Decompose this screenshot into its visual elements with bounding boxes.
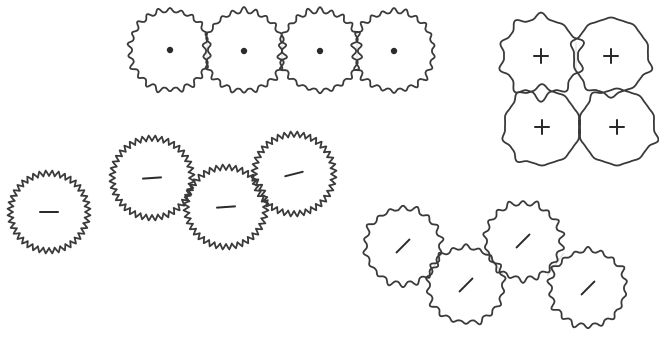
particle (128, 8, 211, 92)
slash-mark (582, 282, 595, 295)
particle (499, 13, 584, 102)
plus-square-cluster (499, 13, 658, 166)
particle (351, 8, 435, 93)
particle-outline (502, 84, 579, 165)
slash-mark (460, 279, 473, 292)
particle (426, 244, 505, 324)
dash-mark (285, 172, 302, 176)
slash-mark (517, 235, 530, 248)
plus-mark (604, 49, 618, 63)
particle (110, 136, 195, 221)
single-dash-cluster (8, 171, 91, 254)
plus-mark (535, 120, 549, 134)
dash-triangle-cluster (110, 132, 337, 250)
particle (580, 89, 658, 166)
dash-mark (143, 177, 161, 178)
particle (277, 7, 362, 93)
dot-mark (242, 49, 246, 53)
slash-zigzag-cluster (363, 201, 627, 328)
dot-mark (318, 49, 322, 53)
dot-chain-cluster (128, 7, 435, 93)
particle (203, 7, 287, 93)
dot-mark (392, 49, 396, 53)
particle (571, 18, 653, 98)
dash-mark (217, 206, 235, 207)
particle (8, 171, 91, 254)
plus-mark (610, 120, 624, 134)
particle (252, 132, 337, 217)
plus-mark (534, 49, 548, 63)
dot-mark (168, 48, 172, 52)
particle (502, 84, 579, 165)
slash-mark (397, 240, 410, 253)
particle (184, 165, 269, 250)
